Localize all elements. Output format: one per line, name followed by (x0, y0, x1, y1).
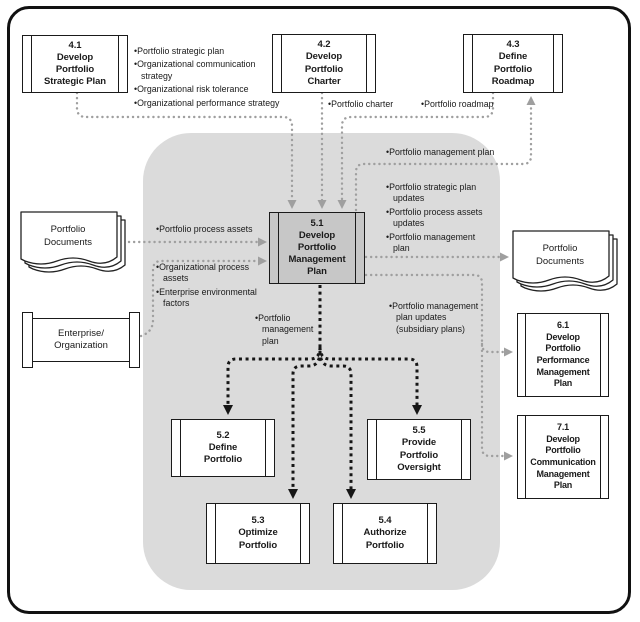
process-label-7-1: 7.1 Develop Portfolio Communication Mana… (530, 421, 596, 491)
process-label-5-4: 5.4 Authorize Portfolio (363, 515, 407, 551)
flow-to-54 (318, 350, 356, 499)
multi-document-icon (512, 230, 618, 292)
flow-label-to-children: Portfolio management plan (255, 313, 325, 349)
process-box-4-3: 4.3 Define Portfolio Roadmap (463, 34, 563, 93)
flow-label-item: Organizational communication strategy (134, 59, 310, 82)
flow-label-from-docs-left: Portfolio process assets (156, 224, 271, 237)
flow-label-to-4-3: Portfolio management plan (386, 147, 516, 160)
process-label-4-1: 4.1 Develop Portfolio Strategic Plan (44, 39, 106, 88)
flow-label-item: Portfolio roadmap (421, 99, 521, 110)
process-label-5-3: 5.3 Optimize Portfolio (238, 515, 278, 551)
process-label-5-1: 5.1 Develop Portfolio Management Plan (288, 217, 346, 278)
flow-label-item: Portfolio charter (328, 99, 428, 110)
flow-label-item: Portfolio strategic plan (134, 46, 310, 57)
entity-side-bar (22, 312, 33, 368)
flow-label-item: Portfolio management plan (386, 147, 516, 158)
entity-side-bar (129, 312, 140, 368)
enterprise-organization-entity: Enterprise/ Organization (22, 312, 140, 368)
flow-labels-from-4-1: Portfolio strategic plan Organizational … (134, 46, 310, 111)
flow-43-to-51 (337, 91, 495, 209)
flow-labels-from-enterprise: Organizational process assets Enterprise… (156, 262, 281, 312)
flow-label-item: Portfolio management plan (386, 232, 506, 255)
flow-label-item: Organizational risk tolerance (134, 84, 310, 95)
process-box-7-1: 7.1 Develop Portfolio Communication Mana… (517, 415, 609, 499)
process-box-5-1: 5.1 Develop Portfolio Management Plan (269, 212, 365, 284)
flow-51-to-71 (364, 273, 513, 461)
outer-frame (7, 6, 631, 614)
process-label-5-2: 5.2 Define Portfolio (203, 429, 243, 466)
flow-label-item: Enterprise environmental factors (156, 287, 281, 310)
store-label-docs-left: Portfolio Documents (43, 224, 93, 248)
flow-label-item: Portfolio process assets (156, 224, 271, 235)
flow-label-item: Organizational performance strategy (134, 98, 310, 109)
process-box-4-1: 4.1 Develop Portfolio Strategic Plan (22, 35, 128, 93)
process-label-4-3: 4.3 Define Portfolio Roadmap (491, 39, 535, 87)
flow-to-55 (318, 346, 422, 415)
process-box-5-2: 5.2 Define Portfolio (171, 419, 275, 477)
flow-labels-to-docs-right: Portfolio strategic plan updates Portfol… (386, 182, 506, 257)
flow-label-item: Portfolio strategic plan updates (386, 182, 506, 205)
flow-branch-to-61 (480, 342, 513, 357)
process-box-5-4: 5.4 Authorize Portfolio (333, 503, 437, 564)
portfolio-documents-left: Portfolio Documents (20, 211, 130, 281)
flow-label-from-4-2: Portfolio charter (328, 99, 428, 112)
flow-label-item: Portfolio management plan (255, 313, 325, 347)
process-label-6-1: 6.1 Develop Portfolio Performance Manage… (536, 319, 590, 389)
flow-label-item: Portfolio management plan updates (subsi… (389, 301, 501, 335)
flow-to-53 (288, 350, 322, 499)
portfolio-documents-right: Portfolio Documents (512, 230, 622, 300)
flow-label-item: Organizational process assets (156, 262, 281, 285)
flow-label-from-4-3: Portfolio roadmap (421, 99, 521, 112)
process-box-6-1: 6.1 Develop Portfolio Performance Manage… (517, 313, 609, 397)
process-label-4-2: 4.2 Develop Portfolio Charter (304, 39, 344, 87)
flow-label-to-61-71: Portfolio management plan updates (subsi… (389, 301, 501, 337)
process-label-5-5: 5.5 Provide Portfolio Oversight (397, 425, 441, 473)
flow-to-52 (223, 346, 322, 415)
flow-51-to-43 (354, 96, 536, 212)
flow-label-item: Portfolio process assets updates (386, 207, 506, 230)
multi-document-icon (20, 211, 126, 273)
process-box-5-5: 5.5 Provide Portfolio Oversight (367, 419, 471, 480)
flow-41-to-51 (75, 91, 297, 209)
store-label-docs-right: Portfolio Documents (535, 243, 585, 267)
entity-label-enterprise: Enterprise/ Organization (31, 318, 131, 362)
process-box-5-3: 5.3 Optimize Portfolio (206, 503, 310, 564)
